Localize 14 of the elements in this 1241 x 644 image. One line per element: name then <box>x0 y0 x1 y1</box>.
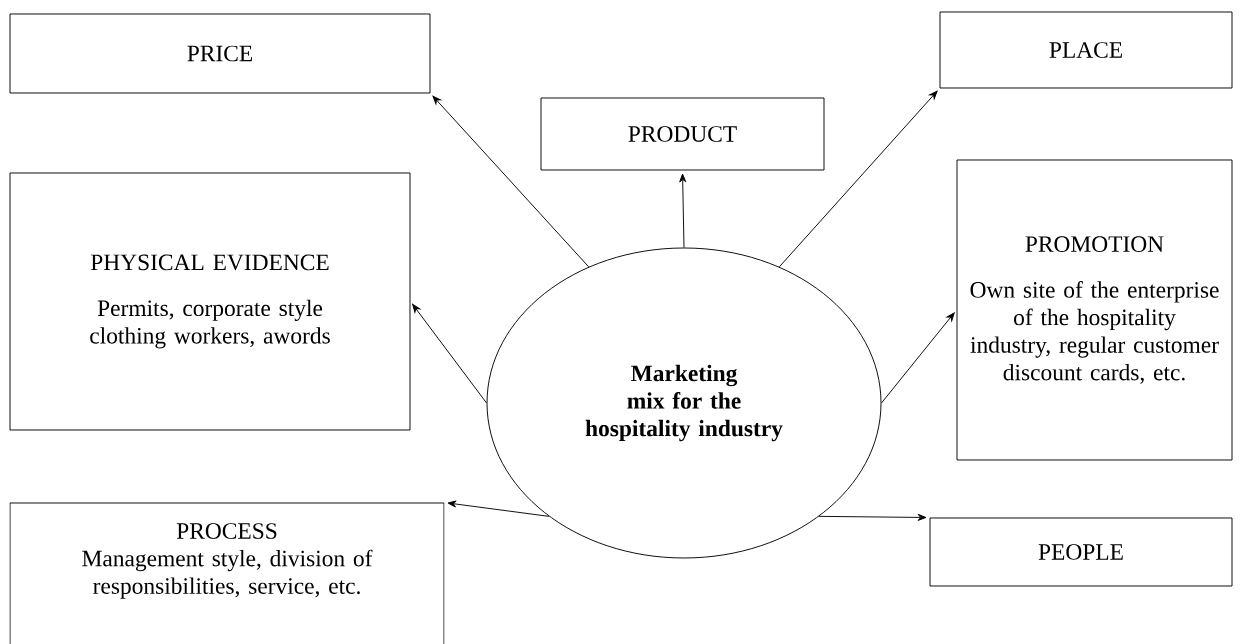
category-box: PROMOTION Own site of the enterprise of the hospitality industry, regular customer discount cards, etc. <box>956 159 1233 461</box>
arrow <box>881 312 955 404</box>
category-box: PEOPLE <box>929 517 1233 587</box>
arrow <box>432 95 590 268</box>
arrow <box>818 513 927 521</box>
category-box: PRODUCT <box>540 97 825 171</box>
arrow <box>778 90 938 268</box>
arrow <box>447 500 550 517</box>
category-box: PRICE <box>9 13 431 94</box>
category-box: PROCESS Management style, division of responsibilities, service, etc. <box>9 502 445 644</box>
arrow <box>412 303 487 404</box>
arrow <box>679 173 687 248</box>
category-box: PLACE <box>939 11 1233 89</box>
category-box: PHYSICAL EVIDENCE Permits, corporate style clothing workers, awords <box>9 172 411 431</box>
